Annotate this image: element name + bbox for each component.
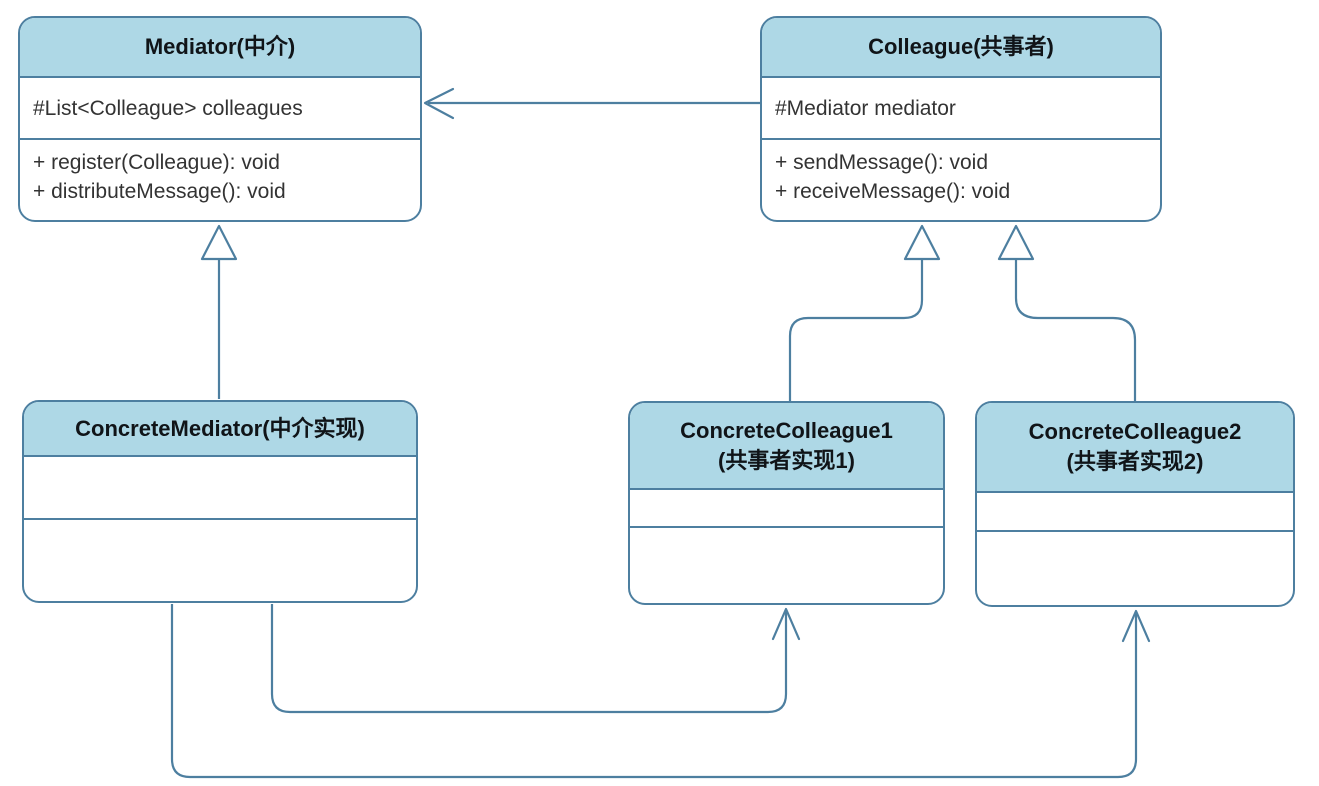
class-title-line-2: (共事者实现2): [1066, 449, 1204, 474]
field-colleagues: #List<Colleague> colleagues: [33, 96, 303, 120]
class-box-concrete-mediator: ConcreteMediator(中介实现): [22, 400, 418, 603]
methods-section-mediator: + register(Colleague): void + distribute…: [20, 140, 420, 220]
methods-section-colleague: + sendMessage(): void + receiveMessage()…: [762, 140, 1160, 220]
field-mediator: #Mediator mediator: [775, 96, 956, 120]
generalization-arrow-concretemediator-to-mediator: [200, 224, 238, 399]
class-title-line-1: ConcreteColleague2: [1028, 419, 1242, 444]
hollow-triangle-icon: [200, 224, 238, 261]
class-title-line-2: (共事者实现1): [718, 447, 855, 473]
class-box-colleague: Colleague(共事者) #Mediator mediator + send…: [760, 16, 1162, 222]
class-title-text: ConcreteMediator(中介实现): [75, 415, 365, 441]
hollow-triangle-icon: [997, 224, 1035, 261]
generalization-line: [788, 259, 924, 402]
method-distribute-message: + distributeMessage(): void: [33, 180, 286, 203]
method-receive-message: + receiveMessage(): void: [775, 180, 1011, 203]
class-title-concrete-colleague-2: ConcreteColleague2 (共事者实现2): [977, 403, 1293, 493]
class-title-concrete-mediator: ConcreteMediator(中介实现): [24, 402, 416, 457]
class-title-line-1: ConcreteColleague1: [680, 417, 893, 443]
class-box-concrete-colleague-1: ConcreteColleague1 (共事者实现1): [628, 401, 945, 605]
association-arrow-concretemediator-to-concretecolleague1: [270, 604, 801, 714]
class-title-text: Colleague(共事者): [868, 34, 1054, 59]
generalization-arrow-concretecolleague1-to-colleague: [788, 224, 941, 402]
fields-section-colleague: #Mediator mediator: [762, 78, 1160, 140]
class-box-mediator: Mediator(中介) #List<Colleague> colleagues…: [18, 16, 422, 222]
fields-section-concrete-mediator: [24, 457, 416, 520]
association-arrow-colleague-to-mediator: [423, 87, 760, 120]
association-line: [170, 604, 1138, 779]
class-title-concrete-colleague-1: ConcreteColleague1 (共事者实现1): [630, 403, 943, 490]
generalization-line: [1014, 259, 1137, 402]
class-title-colleague: Colleague(共事者): [762, 18, 1160, 78]
method-register: + register(Colleague): void: [33, 151, 280, 174]
method-send-message: + sendMessage(): void: [775, 151, 989, 174]
methods-section-concrete-colleague-1: [630, 528, 943, 603]
class-title-text: Mediator(中介): [144, 34, 296, 59]
association-arrow-concretemediator-to-concretecolleague2: [170, 604, 1151, 779]
fields-section-mediator: #List<Colleague> colleagues: [20, 78, 420, 140]
class-box-concrete-colleague-2: ConcreteColleague2 (共事者实现2): [975, 401, 1295, 607]
open-arrowhead-icon: [423, 87, 455, 120]
open-arrowhead-icon: [1121, 609, 1151, 643]
class-title-mediator: Mediator(中介): [20, 18, 420, 78]
methods-section-concrete-colleague-2: [977, 532, 1293, 605]
fields-section-concrete-colleague-1: [630, 490, 943, 528]
hollow-triangle-icon: [903, 224, 941, 261]
association-line: [270, 604, 788, 714]
generalization-arrow-concretecolleague2-to-colleague: [997, 224, 1137, 402]
methods-section-concrete-mediator: [24, 520, 416, 601]
open-arrowhead-icon: [771, 607, 801, 641]
fields-section-concrete-colleague-2: [977, 493, 1293, 532]
